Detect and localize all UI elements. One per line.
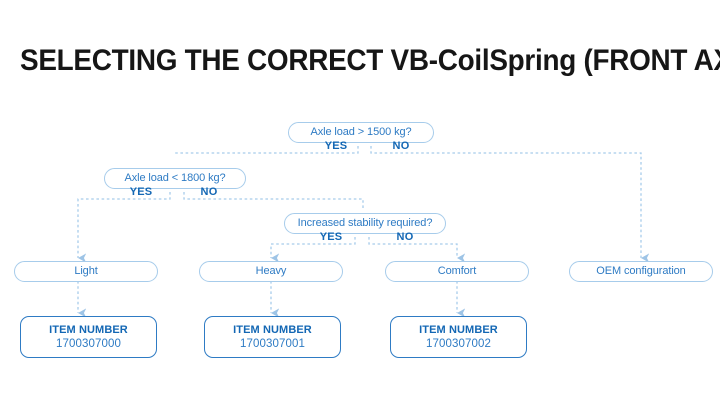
branch-label-d1-no: NO (392, 140, 410, 152)
decision-increased-stability[interactable]: Increased stability required? (284, 213, 446, 234)
result-oem-configuration[interactable]: OEM configuration (569, 261, 713, 282)
result-heavy[interactable]: Heavy (199, 261, 343, 282)
branch-label-d3-no: NO (396, 231, 414, 243)
decision-axle-load-1500[interactable]: Axle load > 1500 kg? (288, 122, 434, 143)
result-comfort[interactable]: Comfort (385, 261, 529, 282)
item-number-box-heavy[interactable]: ITEM NUMBER 1700307001 (204, 316, 341, 358)
item-number-box-light[interactable]: ITEM NUMBER 1700307000 (20, 316, 157, 358)
item-number-label: ITEM NUMBER (49, 323, 128, 336)
item-number-value: 1700307001 (240, 337, 305, 350)
branch-label-d2-yes: YES (129, 186, 153, 198)
branch-label-d3-yes: YES (319, 231, 343, 243)
item-number-box-comfort[interactable]: ITEM NUMBER 1700307002 (390, 316, 527, 358)
page-title: SELECTING THE CORRECT VB-CoilSpring (FRO… (20, 44, 720, 77)
branch-label-d1-yes: YES (324, 140, 348, 152)
wire-d3-yes (270, 237, 356, 263)
branch-label-d2-no: NO (200, 186, 218, 198)
wire-d1-no (370, 146, 650, 263)
item-number-value: 1700307000 (56, 337, 121, 350)
wire-d2-yes (77, 192, 171, 263)
item-number-label: ITEM NUMBER (419, 323, 498, 336)
item-number-label: ITEM NUMBER (233, 323, 312, 336)
decision-axle-load-1800[interactable]: Axle load < 1800 kg? (104, 168, 246, 189)
item-number-value: 1700307002 (426, 337, 491, 350)
wire-d1-yes (175, 146, 359, 154)
result-light[interactable]: Light (14, 261, 158, 282)
